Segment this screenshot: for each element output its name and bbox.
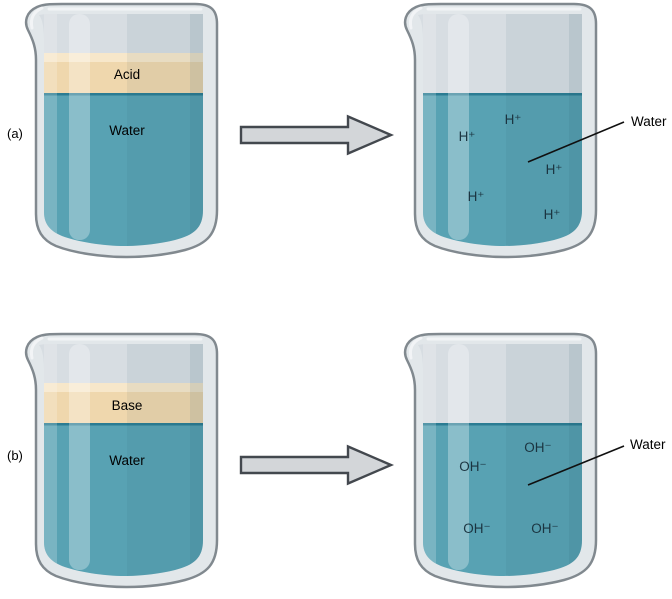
oh-ion-label: OH⁻ (524, 440, 551, 455)
right-arrow-shape (239, 114, 395, 156)
oh-ion-label: OH⁻ (463, 521, 490, 536)
base-layer-highlight (43, 383, 203, 392)
beaker-oh-ions-in-water: OH⁻ OH⁻ OH⁻ OH⁻ (402, 330, 602, 593)
water-surface-line (43, 423, 203, 426)
beaker-h-ions-in-water: H⁺ H⁺ H⁺ H⁺ H⁺ (402, 0, 602, 263)
water-surface-line (422, 93, 582, 96)
water-layer-label: Water (109, 453, 145, 468)
beaker-contents (43, 344, 203, 576)
beaker-contents (43, 14, 203, 246)
beaker-contents (422, 14, 582, 246)
water-surface-line (43, 93, 203, 96)
right-arrow-icon (239, 114, 395, 156)
water-layer-label: Water (109, 123, 145, 138)
h-ion-label: H⁺ (468, 189, 485, 204)
oh-ion-label: OH⁻ (459, 459, 486, 474)
beaker-acid-on-water: Acid Water (23, 0, 223, 263)
water-callout-label: Water (631, 114, 667, 129)
oh-ion-label: OH⁻ (531, 521, 558, 536)
beaker-base-on-water: Base Water (23, 330, 223, 593)
row-b-label: (b) (7, 448, 23, 463)
water-callout-label: Water (630, 437, 666, 452)
h-ion-label: H⁺ (505, 112, 522, 127)
acid-layer-label: Acid (114, 67, 140, 82)
row-a-label: (a) (7, 126, 23, 141)
acid-layer-highlight (43, 53, 203, 62)
h-ion-label: H⁺ (546, 162, 563, 177)
right-arrow-icon (239, 444, 395, 486)
right-arrow-shape (239, 444, 395, 486)
base-layer-label: Base (112, 398, 143, 413)
h-ion-label: H⁺ (544, 207, 561, 222)
h-ion-label: H⁺ (459, 129, 476, 144)
water-surface-line (422, 423, 582, 426)
